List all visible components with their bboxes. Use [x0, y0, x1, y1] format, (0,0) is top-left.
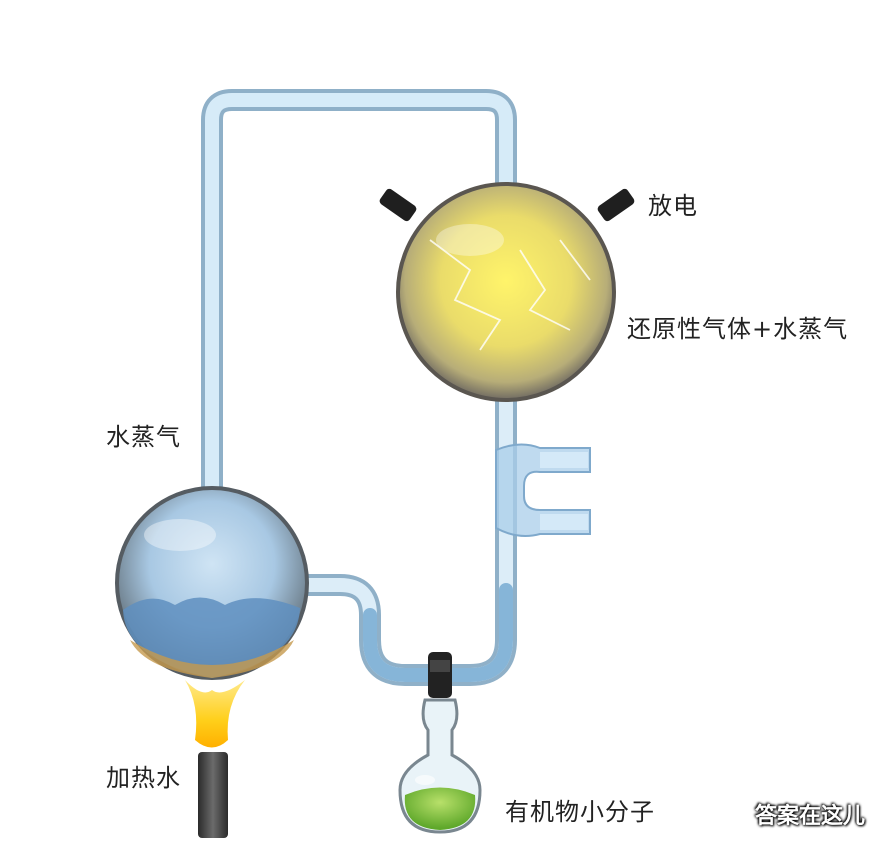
collection-flask [398, 698, 482, 834]
watermark: 答案在这儿 [754, 804, 865, 829]
burner [198, 752, 228, 838]
label-organic-molecules: 有机物小分子 [505, 798, 655, 826]
stopcock-valve[interactable] [428, 652, 452, 698]
label-steam: 水蒸气 [106, 423, 181, 451]
boiling-flask [115, 486, 309, 680]
reaction-flask [379, 182, 635, 402]
electrode-right [597, 188, 635, 222]
label-heat-water: 加热水 [106, 764, 181, 792]
glass-tubing [201, 89, 517, 686]
electrode-left [379, 188, 417, 222]
label-gas-mixture: 还原性气体+水蒸气 [627, 315, 849, 343]
spark-lines [429, 239, 591, 351]
heat-source [185, 680, 245, 838]
condenser [495, 443, 591, 537]
label-discharge: 放电 [648, 192, 698, 220]
flame [185, 680, 245, 748]
